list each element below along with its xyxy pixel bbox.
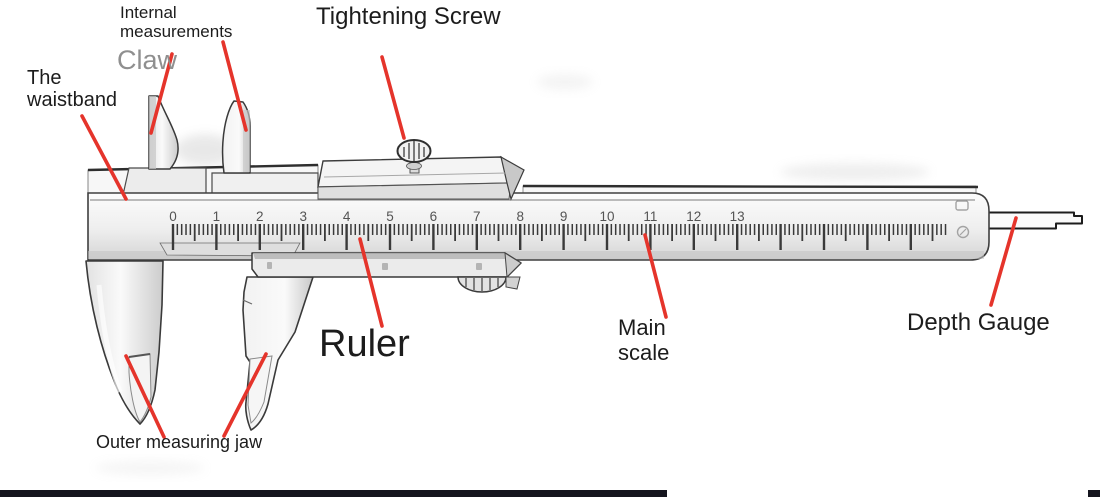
label-internal-measurements: Internal measurements — [120, 3, 233, 42]
main-beam — [87, 192, 990, 261]
depth-gauge-line — [989, 216, 1018, 307]
bottom-bar-left — [0, 490, 667, 497]
label-depth-gauge: Depth Gauge — [907, 309, 1050, 336]
svg-text:8: 8 — [516, 209, 524, 224]
internal-jaw-sliding — [221, 100, 251, 174]
internal-measurements-line — [221, 40, 248, 132]
svg-text:11: 11 — [643, 209, 657, 224]
tightening-screw-knob — [396, 139, 432, 174]
label-main-scale: Main scale — [618, 315, 670, 365]
depth-gauge-rod — [984, 211, 1083, 230]
svg-text:0: 0 — [169, 209, 177, 224]
upper-jaw-base-sliding — [211, 172, 319, 196]
slider-box — [317, 155, 525, 201]
background-smudges — [95, 74, 930, 475]
svg-text:4: 4 — [343, 209, 351, 224]
svg-text:1: 1 — [213, 209, 221, 224]
outer-jaw-fixed — [85, 260, 164, 425]
label-ruler: Ruler — [319, 323, 410, 365]
vernier-plate — [251, 252, 522, 279]
label-tightening-screw: Tightening Screw — [316, 3, 501, 30]
outer-jaw-line-right — [222, 352, 268, 438]
leader-lines — [80, 40, 1018, 439]
svg-text:9: 9 — [560, 209, 568, 224]
outer-jaw-sliding — [242, 276, 314, 431]
svg-text:13: 13 — [730, 209, 745, 224]
label-claw: Claw — [117, 45, 178, 75]
svg-text:12: 12 — [686, 209, 701, 224]
svg-text:5: 5 — [386, 209, 394, 224]
main-scale-line — [643, 233, 668, 319]
svg-text:6: 6 — [430, 209, 438, 224]
outer-jaw-line-left — [124, 354, 166, 439]
tightening-screw-line — [380, 55, 406, 140]
svg-text:3: 3 — [299, 209, 307, 224]
svg-text:7: 7 — [473, 209, 481, 224]
claw-line — [149, 52, 174, 135]
thumb-wheel — [457, 276, 521, 293]
waistband-line — [80, 114, 128, 201]
label-the-waistband: The waistband — [27, 67, 118, 112]
svg-text:2: 2 — [256, 209, 264, 224]
label-outer-measuring-jaw: Outer measuring jaw — [96, 432, 263, 452]
ruler-line — [358, 237, 384, 328]
internal-jaw-fixed — [148, 95, 179, 170]
bottom-bar-right — [1088, 490, 1100, 497]
svg-text:10: 10 — [599, 209, 614, 224]
upper-jaw-base-fixed — [122, 167, 207, 196]
